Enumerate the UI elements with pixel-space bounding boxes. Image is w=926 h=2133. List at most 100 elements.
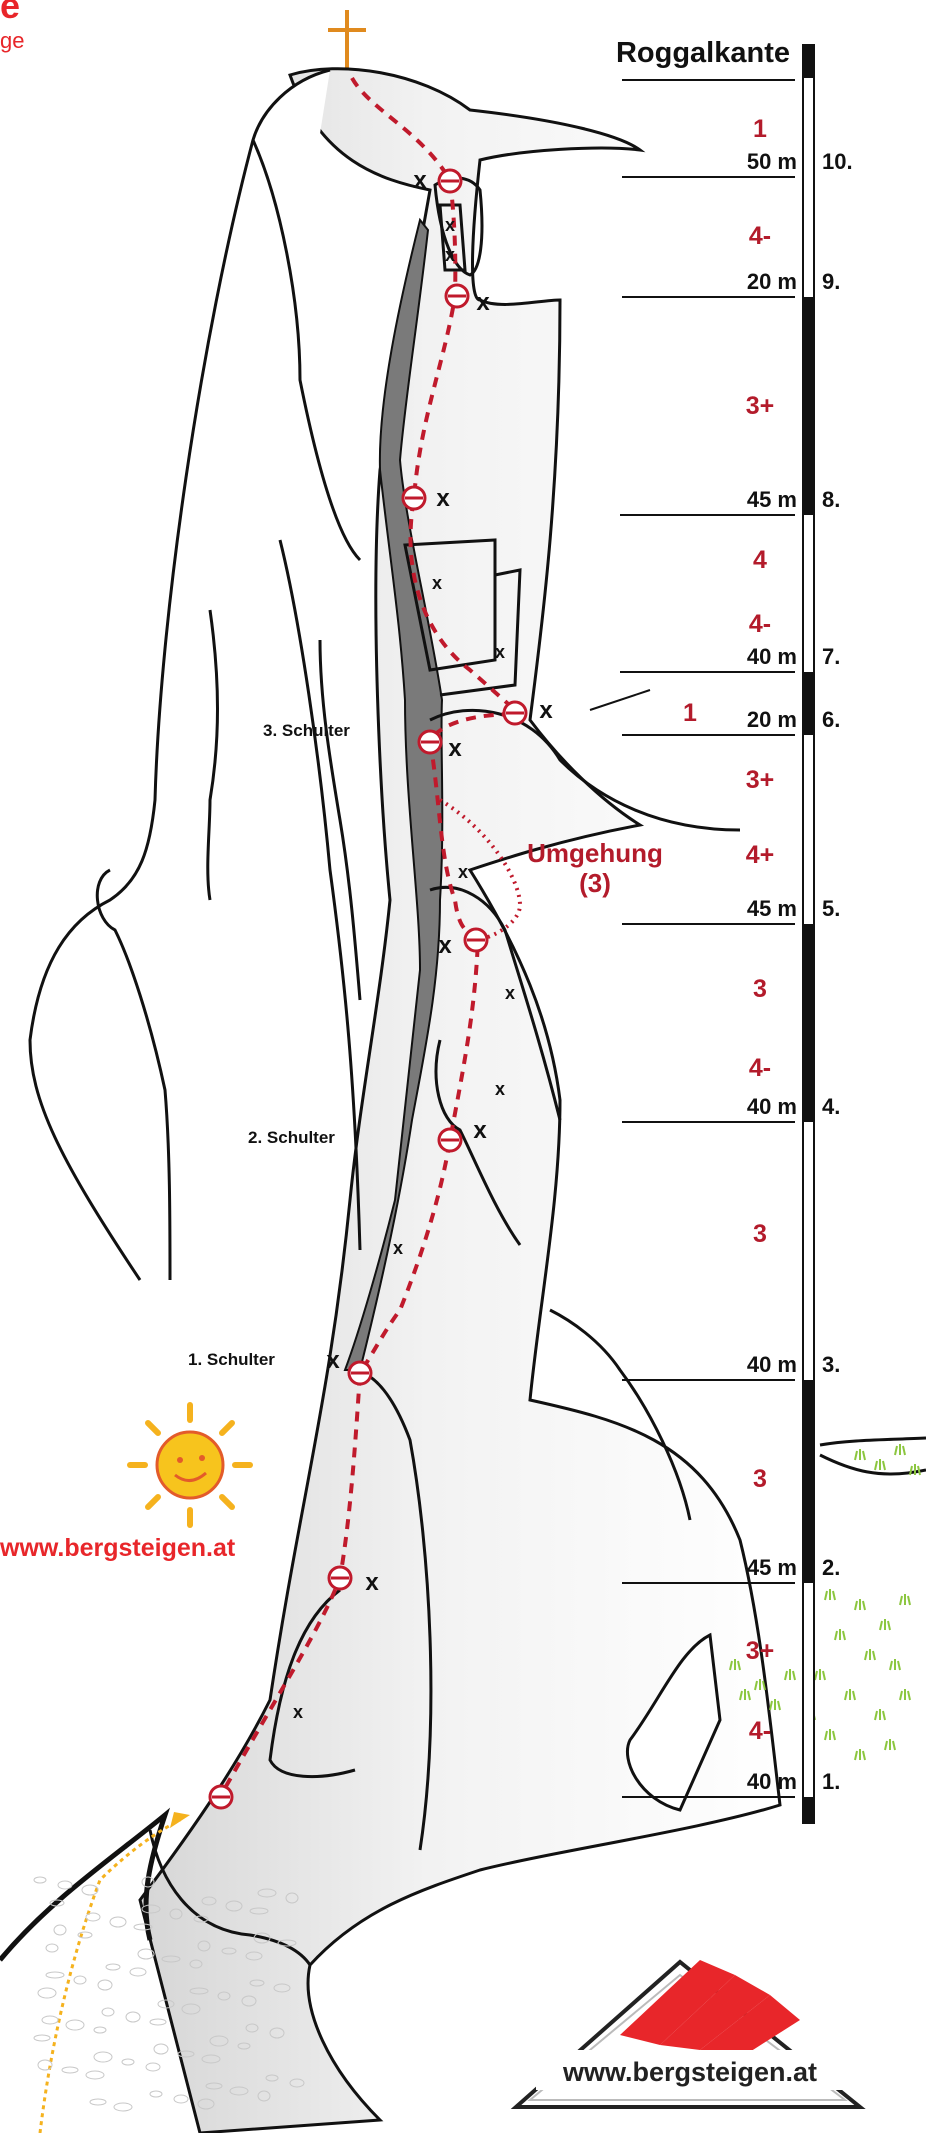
scree-stone <box>98 1980 112 1990</box>
shoulder-1-label: 1. Schulter <box>188 1350 275 1369</box>
grass-tuft-icon <box>845 1689 855 1700</box>
pitch-number: 3. <box>822 1352 840 1377</box>
pitch-grade: 3+ <box>746 766 775 794</box>
belay-icon <box>329 1567 351 1589</box>
scree-stone <box>174 2095 188 2103</box>
detour-label: Umgehung <box>527 838 663 868</box>
scree-stone <box>106 1964 120 1970</box>
pitch-length: 50 m <box>747 149 797 174</box>
scree-stone <box>94 2027 106 2033</box>
pitch-length: 40 m <box>747 1352 797 1377</box>
pitch-length: 45 m <box>747 1555 797 1580</box>
belay-icon <box>349 1362 371 1384</box>
pitch-grade: 3 <box>753 1465 767 1493</box>
scree-stone <box>62 2067 78 2073</box>
pitch-grade: 3 <box>753 1220 767 1248</box>
scale-segment-dark <box>803 1797 814 1823</box>
website-logo: www.bergsteigen.at <box>562 2057 817 2087</box>
scree-stone <box>46 1972 64 1978</box>
pitch-length: 40 m <box>747 1094 797 1119</box>
route-name: Roggalkante <box>616 37 790 69</box>
piton-x-icon: x <box>365 1569 379 1596</box>
pitch-number: 6. <box>822 707 840 732</box>
pitch-number: 2. <box>822 1555 840 1580</box>
pitch-grade: 3+ <box>746 392 775 420</box>
piton-x-icon: x <box>326 1347 340 1374</box>
piton-x-icon: x <box>436 485 450 512</box>
pitch-length: 45 m <box>747 487 797 512</box>
pitch-number: 10. <box>822 149 853 174</box>
scale-segment-dark <box>803 1380 814 1583</box>
pitch-number: 8. <box>822 487 840 512</box>
scree-stone <box>74 1976 86 1984</box>
belay-icon <box>439 170 461 192</box>
pitch-length: 40 m <box>747 1769 797 1794</box>
pitch-grade: 1 <box>753 115 767 143</box>
pitch-grade: 1 <box>683 699 697 727</box>
scree-stone <box>154 2044 168 2054</box>
piton-x-icon: x <box>445 245 455 265</box>
pitch-length: 20 m <box>747 269 797 294</box>
scree-stone <box>130 1968 146 1976</box>
pitch-number: 5. <box>822 896 840 921</box>
scree-stone <box>126 2012 140 2022</box>
scree-stone <box>146 2063 160 2071</box>
grass-tuft-icon <box>900 1594 910 1605</box>
scree-stone <box>94 2052 112 2062</box>
grass-tuft-icon <box>890 1659 900 1670</box>
grass-tuft-icon <box>875 1459 885 1470</box>
belay-icon <box>465 929 487 951</box>
pitch-grade: 4- <box>749 1717 771 1745</box>
shoulder-2-label: 2. Schulter <box>248 1128 335 1147</box>
grass-tuft-icon <box>825 1589 835 1600</box>
pitch-length: 20 m <box>747 707 797 732</box>
pitch-length: 40 m <box>747 644 797 669</box>
grass-tuft-icon <box>855 1749 865 1760</box>
scale-segment-dark <box>803 45 814 78</box>
bergsteigen-logo: www.bergsteigen.at <box>516 1960 860 2107</box>
belay-icon <box>439 1129 461 1151</box>
scree-stone <box>42 2016 58 2024</box>
scree-stone <box>122 2059 134 2065</box>
scree-stone <box>66 2020 84 2030</box>
scree-stone <box>38 1988 56 1998</box>
pitch-number: 7. <box>822 644 840 669</box>
grass-tuft-icon <box>875 1709 885 1720</box>
right-outcrop-2 <box>820 1438 926 1474</box>
belay-icon <box>504 702 526 724</box>
grass-tuft-icon <box>815 1669 825 1680</box>
piton-x-icon: x <box>495 1079 505 1099</box>
piton-x-icon: x <box>458 862 468 882</box>
piton-x-icon: x <box>505 983 515 1003</box>
scree-stone <box>150 2091 162 2097</box>
scree-stone <box>86 1913 100 1921</box>
piton-x-icon: x <box>432 573 442 593</box>
grass-tuft-icon <box>880 1619 890 1630</box>
scale-segment-dark <box>803 297 814 515</box>
piton-x-icon: x <box>413 167 427 194</box>
pitch-grade: 4 <box>753 546 767 574</box>
website-left: www.bergsteigen.at <box>0 1534 236 1562</box>
piton-x-icon: x <box>393 1238 403 1258</box>
piton-x-icon: x <box>438 932 452 959</box>
scree-stone <box>102 2008 114 2016</box>
belay-icon <box>403 487 425 509</box>
grass-tuft-icon <box>825 1729 835 1740</box>
scale-segment-dark <box>803 672 814 735</box>
belay-icon <box>419 731 441 753</box>
grass-tuft-icon <box>855 1449 865 1460</box>
piton-x-icon: x <box>539 697 553 724</box>
piton-x-icon: x <box>476 289 490 316</box>
pitch-grade: 4+ <box>746 841 775 869</box>
scree-stone <box>38 2060 52 2070</box>
scree-stone <box>150 2019 166 2025</box>
scree-stone <box>46 1944 58 1952</box>
grass-tuft-icon <box>855 1599 865 1610</box>
pitch-number: 1. <box>822 1769 840 1794</box>
pitch-number: 4. <box>822 1094 840 1119</box>
scree-stone <box>34 2035 50 2041</box>
grass-tuft-icon <box>865 1649 875 1660</box>
grass-tuft-icon <box>785 1669 795 1680</box>
pitch-grade: 4- <box>749 610 771 638</box>
pitch-length: 45 m <box>747 896 797 921</box>
